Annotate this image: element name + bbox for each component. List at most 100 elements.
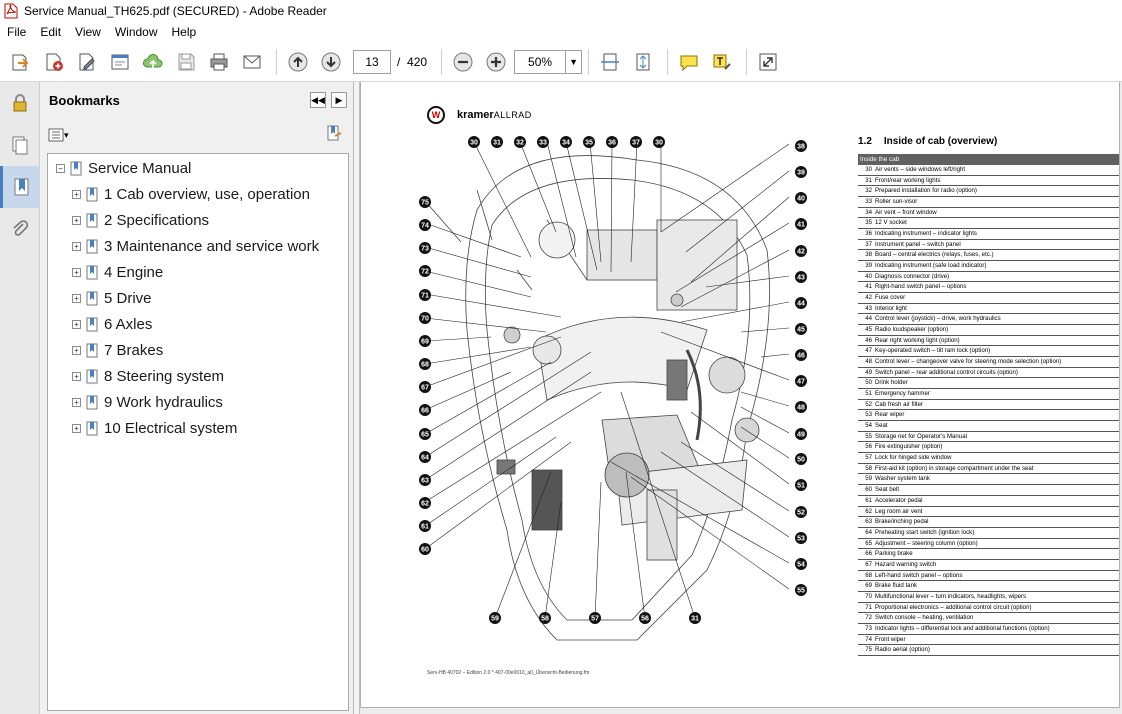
toolbar: 13 / 420 50% ▼ [0, 42, 1122, 82]
bookmark-icon [86, 421, 98, 435]
expand-toggle-icon[interactable]: + [72, 241, 81, 251]
create-pdf-icon [46, 53, 63, 71]
legend-text: Proportional electronics – additional co… [875, 603, 1032, 611]
fit-page-button[interactable] [628, 47, 658, 77]
bookmark-item[interactable]: + 8 Steering system [72, 364, 224, 388]
edit-pdf-icon [79, 53, 95, 70]
bookmark-label: Service Manual [88, 159, 192, 177]
find-current-bookmark-button[interactable] [325, 124, 343, 147]
legend-number: 30 [865, 166, 872, 173]
security-button[interactable] [0, 82, 40, 124]
highlight-button[interactable] [707, 47, 737, 77]
open-button[interactable] [6, 47, 36, 77]
bookmark-label: 6 Axles [104, 315, 153, 333]
expand-toggle-icon[interactable]: + [72, 397, 81, 407]
window-icon [111, 54, 129, 69]
expand-toggle-icon[interactable]: + [72, 189, 81, 199]
bookmark-item[interactable]: + 4 Engine [72, 260, 163, 284]
legend-text: Prepared installation for radio (option) [875, 187, 977, 195]
expand-toggle-icon[interactable]: + [72, 423, 81, 433]
legend-text: Left-hand switch panel – options [875, 571, 963, 579]
legend-text: Seat [875, 422, 888, 430]
bookmark-options-button[interactable]: ▾ [48, 126, 78, 144]
bookmark-label: 5 Drive [104, 289, 152, 307]
full-screen-button[interactable] [753, 47, 783, 77]
menu-file[interactable]: File [7, 25, 27, 39]
bookmark-item[interactable]: + 5 Drive [72, 286, 152, 310]
legend-number: 50 [865, 379, 872, 387]
expand-toggle-icon[interactable]: + [72, 293, 81, 303]
bookmark-item[interactable]: + 9 Work hydraulics [72, 390, 223, 414]
toolbar-separator [667, 48, 669, 75]
bookmark-item[interactable]: + 3 Maintenance and service work [72, 234, 319, 258]
attachments-button[interactable] [0, 208, 40, 250]
title-bar: Service Manual_TH625.pdf (SECURED) - Ado… [0, 0, 1122, 22]
bookmark-label: 4 Engine [104, 263, 164, 281]
bookmark-label: 9 Work hydraulics [104, 393, 223, 411]
expand-toggle-icon[interactable]: + [72, 267, 81, 277]
bookmark-icon [86, 213, 98, 227]
bookmark-item[interactable]: + 7 Brakes [72, 338, 163, 362]
comment-button[interactable] [674, 47, 704, 77]
expand-toggle-icon[interactable]: + [72, 371, 81, 381]
email-button[interactable] [237, 47, 267, 77]
page-number-input[interactable]: 13 [353, 49, 391, 74]
fit-width-button[interactable] [595, 47, 625, 77]
legend-number: 43 [865, 304, 872, 312]
toolbar-separator [746, 48, 748, 75]
panel-arrow-icon[interactable]: ▶ [331, 92, 347, 108]
zoom-select[interactable]: 50% ▼ [514, 49, 583, 74]
window-button[interactable] [105, 47, 135, 77]
chevron-down-icon[interactable]: ▼ [565, 50, 581, 73]
bookmark-item[interactable]: + 2 Specifications [72, 208, 209, 232]
legend-number: 47 [865, 347, 872, 355]
next-page-button[interactable] [316, 47, 346, 77]
bookmark-root[interactable]: − Service Manual [56, 156, 191, 180]
menu-view[interactable]: View [75, 25, 101, 39]
legend-number: 33 [865, 198, 872, 206]
edit-pdf-button[interactable] [72, 47, 102, 77]
expand-toggle-icon[interactable]: + [72, 215, 81, 225]
previous-page-button[interactable] [283, 47, 313, 77]
expand-toggle-icon[interactable]: + [72, 345, 81, 355]
logo-subtext: ALLRAD [493, 110, 532, 120]
legend-number: 48 [865, 358, 872, 366]
page-thumbnails-button[interactable] [0, 124, 40, 166]
expand-toggle-icon[interactable]: + [72, 319, 81, 329]
bookmarks-button[interactable] [0, 166, 40, 208]
bookmark-item[interactable]: + 10 Electrical system [72, 416, 237, 440]
menu-help[interactable]: Help [171, 25, 197, 39]
print-button[interactable] [204, 47, 234, 77]
legend-number: 31 [865, 176, 872, 184]
bookmark-item[interactable]: + 6 Axles [72, 312, 152, 336]
collapse-panel-icon[interactable]: ◀◀ [310, 92, 326, 108]
legend-number: 60 [865, 486, 872, 494]
zoom-out-button[interactable] [448, 47, 478, 77]
menu-edit[interactable]: Edit [40, 25, 62, 39]
section-title: Inside of cab (overview) [883, 136, 998, 147]
zoom-in-button[interactable] [481, 47, 511, 77]
panel-splitter[interactable] [354, 82, 360, 714]
legend-text: Emergency hammer [875, 390, 930, 398]
bookmark-label: 7 Brakes [104, 341, 164, 359]
upload-button[interactable] [138, 47, 168, 77]
collapse-toggle-icon[interactable]: − [56, 163, 65, 173]
bookmark-icon [86, 187, 98, 201]
create-pdf-button[interactable] [39, 47, 69, 77]
save-button[interactable] [171, 47, 201, 77]
pdf-file-icon [4, 3, 18, 19]
menu-window[interactable]: Window [114, 25, 158, 39]
bookmark-item[interactable]: + 1 Cab overview, use, operation [72, 182, 310, 206]
